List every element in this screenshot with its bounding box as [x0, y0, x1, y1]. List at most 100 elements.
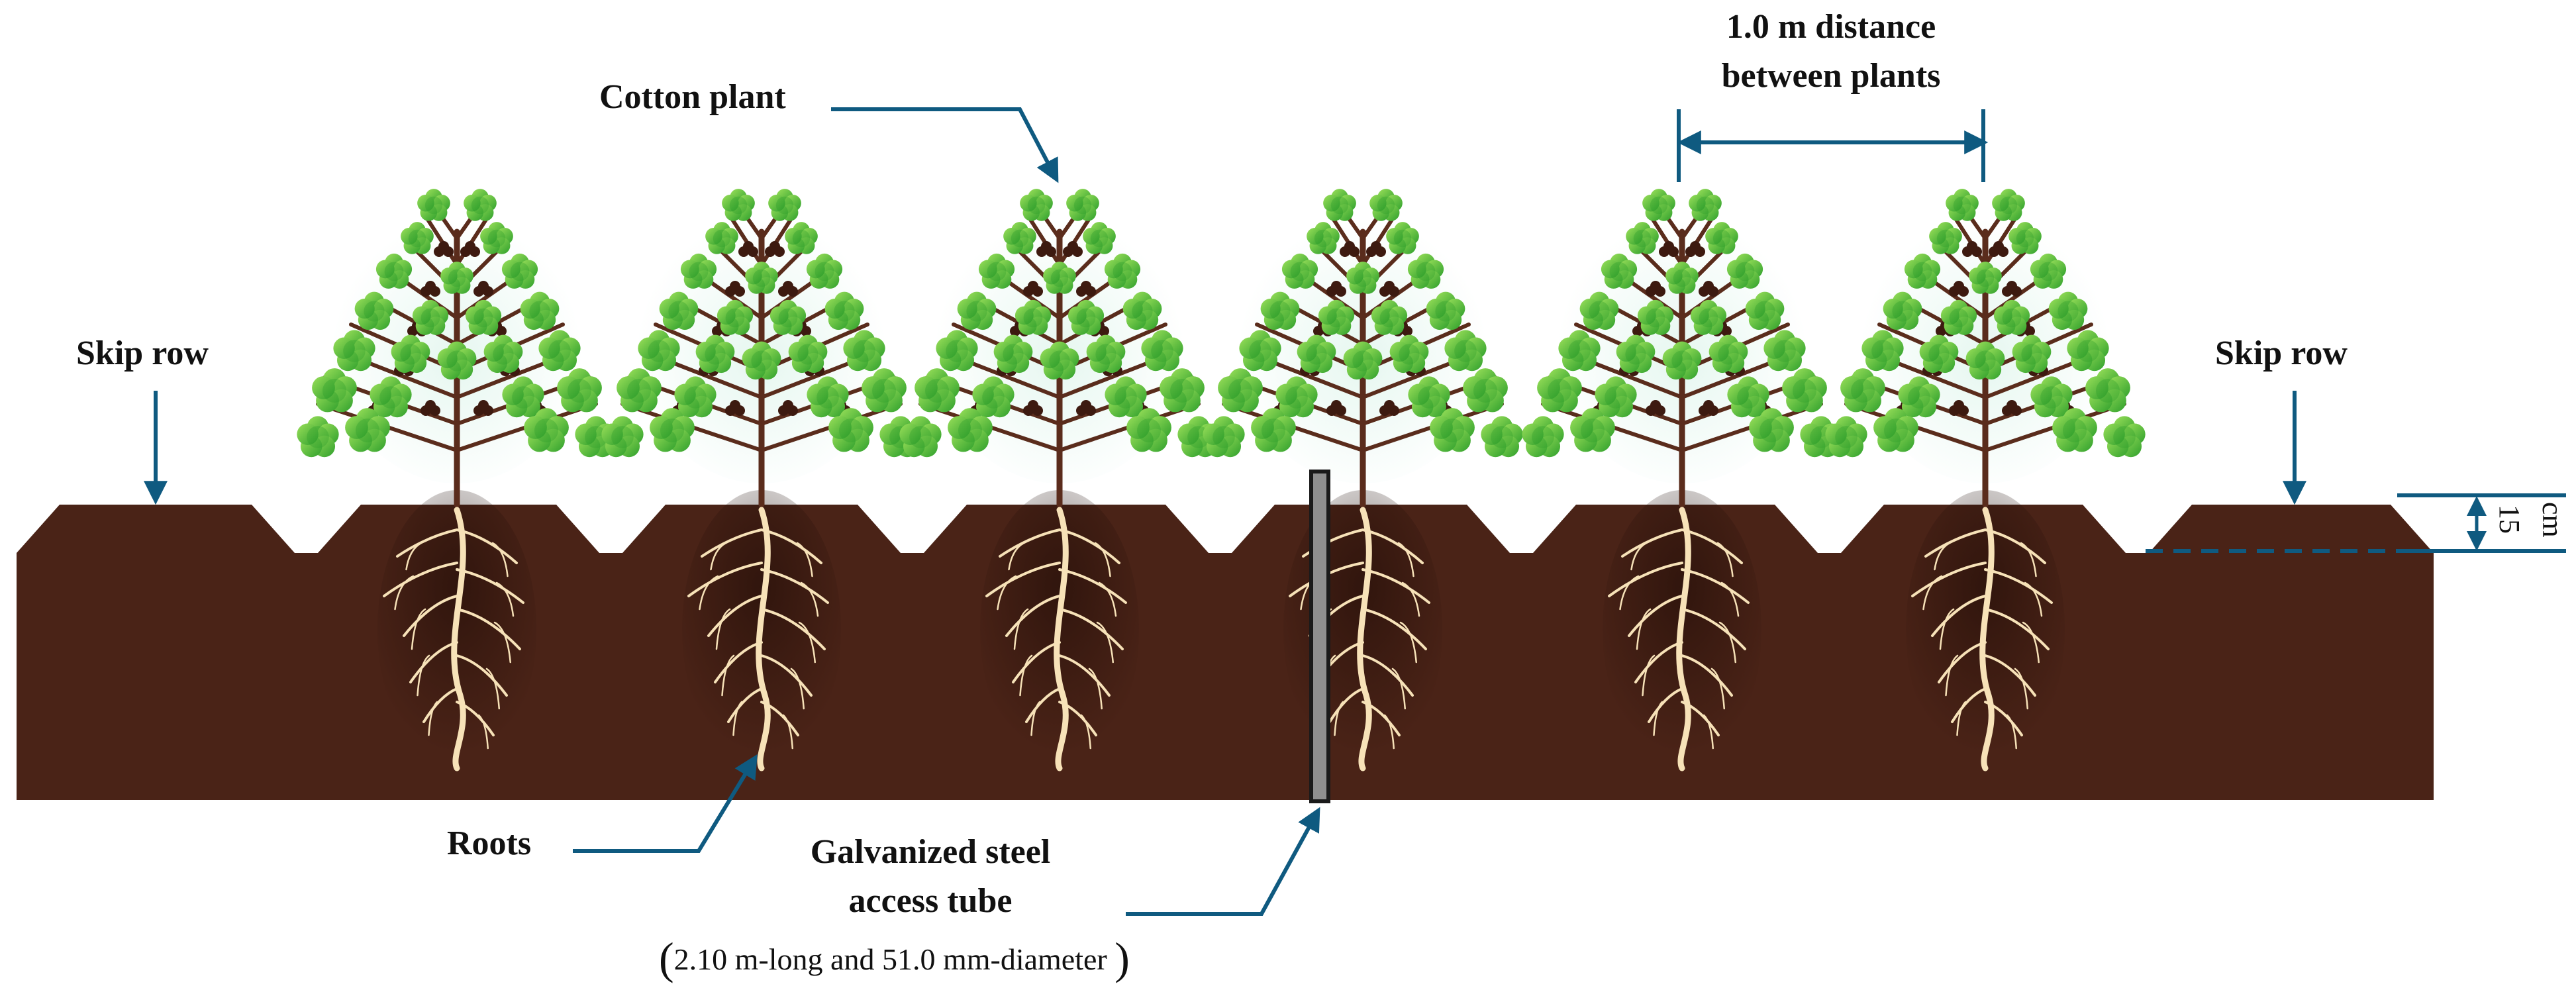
cotton-boll — [778, 400, 798, 416]
leaf — [680, 253, 717, 289]
leaf — [1430, 408, 1475, 452]
cotton-plants — [297, 189, 2146, 772]
leaf — [1665, 262, 1699, 294]
leaf — [370, 376, 412, 418]
leaf — [993, 334, 1033, 374]
leaf — [972, 376, 1015, 418]
leaf — [2030, 376, 2073, 418]
leaf — [807, 376, 849, 418]
leaf — [1840, 368, 1885, 413]
cotton-boll — [778, 281, 798, 297]
cotton-boll — [1379, 400, 1399, 416]
leaf — [1579, 291, 1619, 330]
tube-label-line1: Galvanized steel — [810, 833, 1051, 871]
leaf — [483, 334, 523, 374]
roots-label: Roots — [447, 824, 532, 862]
cotton-boll — [1063, 241, 1083, 257]
leaf — [1946, 189, 1979, 221]
leaf — [1782, 368, 1827, 413]
leaf — [862, 368, 907, 413]
cotton-boll — [1962, 241, 1982, 257]
cotton-boll — [1326, 400, 1346, 416]
leaf — [1389, 334, 1429, 374]
leaf — [1003, 222, 1036, 254]
leaf — [1626, 222, 1659, 254]
cotton-boll — [421, 281, 440, 297]
leaf — [1239, 330, 1281, 372]
plant-4 — [1203, 189, 1523, 772]
leaf — [465, 299, 502, 335]
leaf — [769, 299, 807, 335]
leaf — [1705, 222, 1738, 254]
leaf — [1275, 376, 1318, 418]
leaf — [1763, 330, 1806, 372]
leaf — [1160, 368, 1205, 413]
leaf — [1463, 368, 1508, 413]
leaf — [437, 341, 477, 380]
leaf — [705, 222, 738, 254]
cotton-boll — [1366, 241, 1386, 257]
leaf — [1570, 408, 1615, 452]
roots — [383, 507, 524, 772]
leaf — [1203, 416, 1245, 458]
leaf — [1558, 330, 1601, 372]
leaf — [1346, 262, 1379, 294]
cotton-boll — [725, 281, 745, 297]
roots — [1911, 507, 2053, 772]
cotton-boll — [1699, 281, 1718, 297]
leaf — [1481, 416, 1523, 458]
leaf — [1083, 222, 1116, 254]
leaf — [375, 253, 413, 289]
leaf — [1595, 376, 1637, 418]
leaf — [659, 291, 699, 330]
cotton-boll — [1659, 241, 1679, 257]
depth-unit-label: cm — [2536, 502, 2569, 538]
leaf — [824, 291, 864, 330]
leaf — [1426, 291, 1465, 330]
leaf — [1825, 416, 1867, 458]
leaf — [601, 416, 644, 458]
leaf — [1637, 299, 1674, 335]
leaf — [828, 408, 873, 452]
roots — [1608, 507, 1750, 772]
leaf — [480, 222, 513, 254]
leaf — [899, 416, 942, 458]
leaf — [538, 330, 581, 372]
leaf — [2012, 334, 2052, 374]
leaf — [1873, 408, 1918, 452]
leaf — [1929, 222, 1962, 254]
leaf — [1251, 408, 1296, 452]
leaf — [501, 253, 538, 289]
leaf — [1040, 341, 1079, 380]
leaf — [1407, 253, 1444, 289]
leaf — [345, 408, 390, 452]
roots — [985, 507, 1127, 772]
cotton-boll — [1949, 281, 1969, 297]
cotton-boll — [1340, 241, 1360, 257]
leaf — [2052, 408, 2097, 452]
cotton-boll — [1949, 400, 1969, 416]
leaf — [806, 253, 843, 289]
leaf — [401, 222, 434, 254]
leaf — [1537, 368, 1582, 413]
leaf — [1141, 330, 1183, 372]
leaf — [297, 416, 339, 458]
leaf — [695, 334, 735, 374]
leaf — [2048, 291, 2088, 330]
tube-pointer — [1126, 807, 1320, 916]
leaf — [557, 368, 602, 413]
leaf — [520, 291, 560, 330]
leaf — [936, 330, 978, 372]
leaf — [1965, 341, 2005, 380]
leaf — [1323, 189, 1356, 221]
leaf — [1992, 189, 2025, 221]
cotton-boll — [473, 400, 493, 416]
tube-label-line2: access tube — [848, 882, 1013, 920]
cotton-boll — [421, 400, 440, 416]
annotations — [144, 107, 2566, 916]
cotton-boll — [2002, 281, 2022, 297]
leaf — [717, 299, 754, 335]
cotton-boll — [1023, 400, 1043, 416]
leaf — [1307, 222, 1340, 254]
